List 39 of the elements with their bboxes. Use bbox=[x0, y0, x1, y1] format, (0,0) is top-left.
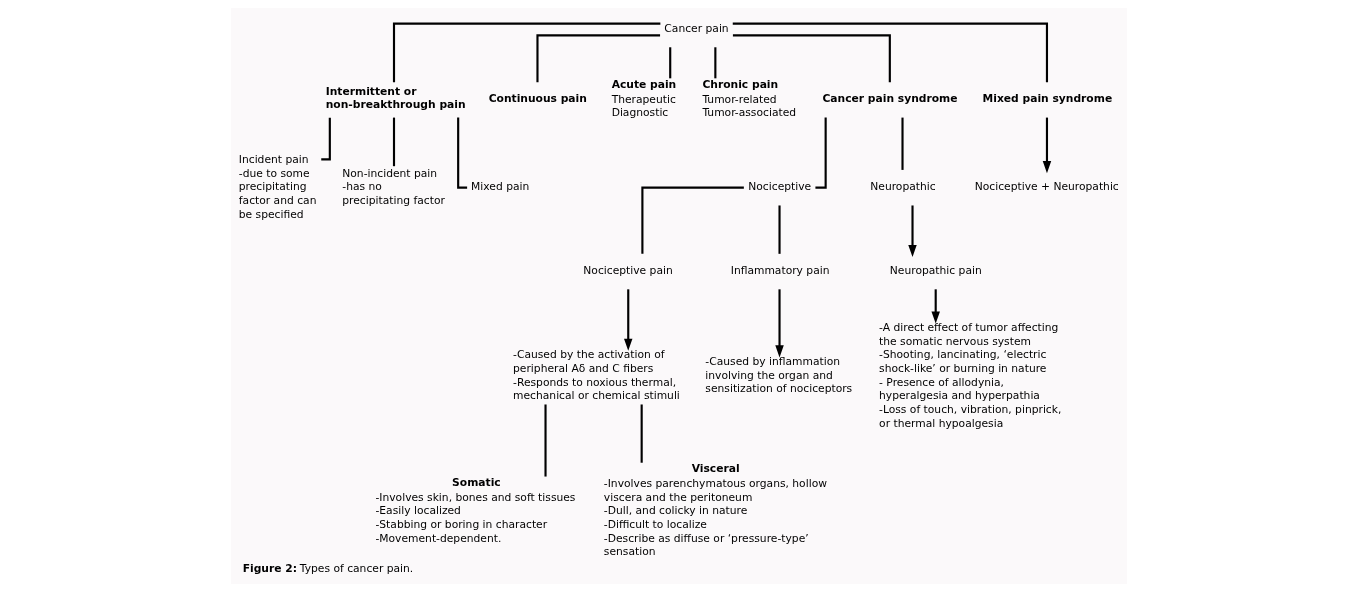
node-text: Mixed pain syndrome bbox=[982, 91, 1113, 105]
node-text: Nociceptive + Neuropathic bbox=[974, 180, 1119, 194]
arrow bbox=[908, 205, 917, 258]
arrow bbox=[931, 289, 940, 324]
node-text: Continuous pain bbox=[488, 91, 587, 105]
connector bbox=[669, 47, 672, 79]
node-text: Visceral -Involves parenchymatous organs, hollow viscera and the peritoneum -Dull, and colicky in nature -Difficult to localize -Describe as diffuse or ‘pressure-type’ sensation bbox=[603, 462, 827, 559]
node-text: -A direct effect of tumor affecting the somatic nervous system -Shooting, lancinating, ‘electric shock-like’ or burning in nature - Presence of allodynia, hyperalgesia and hyperpathia -Loss of touch, vibration, pinprick, or thermal hypoalgesia bbox=[879, 320, 1062, 430]
node-text: Somatic -Involves skin, bones and soft tissues -Easily localized -Stabbing or boring in character -Movement-dependent. bbox=[375, 476, 576, 545]
connector bbox=[732, 34, 891, 83]
node-text: -Caused by inflammation involving the organ and sensitization of nociceptors bbox=[705, 355, 853, 396]
node-text: Mixed pain bbox=[471, 180, 530, 194]
connector bbox=[392, 117, 396, 167]
node-text: Cancer pain syndrome bbox=[822, 91, 958, 105]
connector bbox=[544, 404, 547, 477]
connector bbox=[901, 117, 904, 170]
node-text: Intermittent or non-breakthrough pain bbox=[325, 84, 466, 112]
connector bbox=[392, 22, 661, 83]
node-text: Inflammatory pain bbox=[730, 264, 830, 278]
caption: Figure 2: Types of cancer pain. bbox=[242, 562, 414, 576]
node-text: Incident pain -due to some precipitating factor and can be specified bbox=[238, 153, 317, 221]
arrow bbox=[775, 289, 784, 358]
node-text: Non-incident pain -has no precipitating factor bbox=[342, 166, 445, 208]
connector bbox=[714, 47, 717, 79]
connector bbox=[536, 34, 661, 83]
arrow bbox=[1042, 117, 1052, 174]
node-text: Acute pain Therapeutic Diagnostic bbox=[611, 77, 677, 120]
node-text: Nociceptive pain bbox=[583, 264, 673, 278]
connector bbox=[778, 205, 781, 254]
connector bbox=[641, 186, 744, 254]
node-text: Neuropathic pain bbox=[889, 264, 982, 278]
node-text: Neuropathic bbox=[870, 180, 936, 194]
connector bbox=[640, 404, 643, 463]
node-text: Chronic pain Tumor-related Tumor-associated bbox=[702, 77, 797, 120]
node-text: -Caused by the activation of peripheral Aδ and C fibers -Responds to noxious thermal, mechanical or chemical stimuli bbox=[513, 348, 680, 403]
node-text: Nociceptive bbox=[748, 180, 812, 194]
node-text: Cancer pain bbox=[664, 22, 729, 36]
arrow bbox=[624, 289, 633, 351]
connector bbox=[732, 22, 1049, 83]
